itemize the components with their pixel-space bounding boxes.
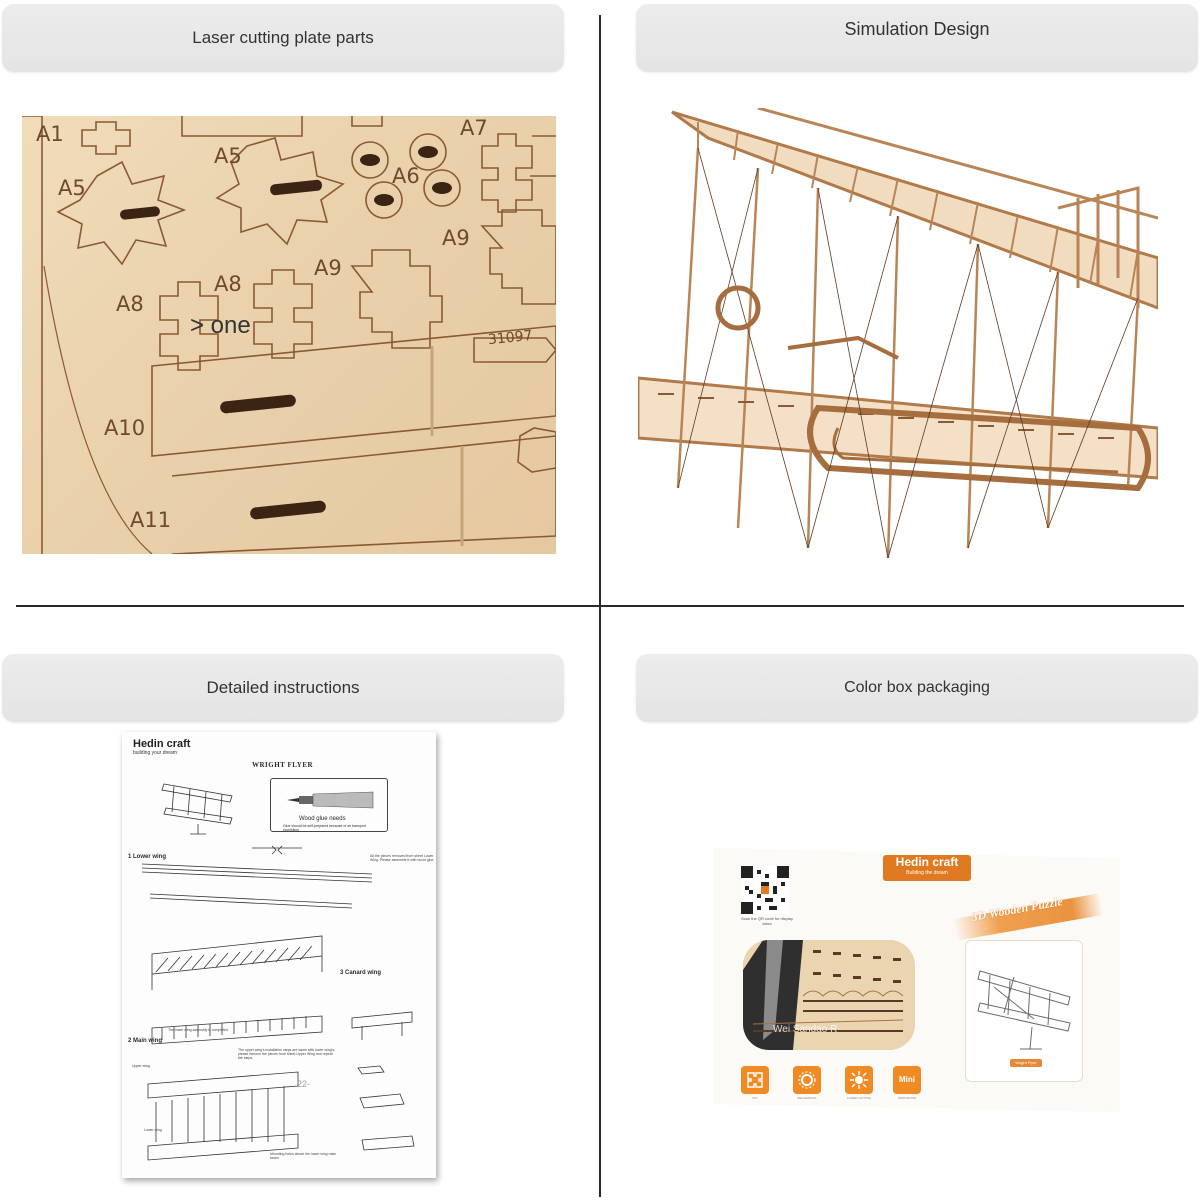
header-color-box: Color box packaging	[636, 654, 1198, 722]
laser-plate-engravings	[22, 116, 556, 554]
glue-callout: Wood glue needs Glue should be self-prep…	[270, 778, 388, 832]
color-box-image: Scan the QR code for display video Hedin…	[713, 848, 1120, 1112]
header-simulation-design: Simulation Design	[636, 4, 1198, 72]
qr-code-icon	[741, 866, 789, 914]
instruction-manual-image: Hedin craft building your dream WRIGHT F…	[122, 732, 436, 1178]
laser-burst-icon	[845, 1066, 873, 1094]
manual-code: 22-	[297, 1079, 311, 1089]
manual-step-2: 2 Main wing	[128, 1038, 163, 1044]
box-brand: Hedin craft	[895, 855, 959, 869]
qr-instruction: Scan the QR code for display video	[740, 916, 794, 926]
manual-mounting-note: Mounting holes above the lower wing main…	[270, 1152, 337, 1160]
manual-step-3: 3 Canard wing	[340, 970, 382, 976]
header-laser-cutting: Laser cutting plate parts	[2, 4, 564, 72]
manual-lower-wing-label: Lower wing	[144, 1128, 162, 1132]
manual-complete-note: The lower wing assembly is completed	[168, 1028, 228, 1032]
box-window	[743, 940, 915, 1050]
biplane-model-drawing	[638, 108, 1158, 558]
laser-plate-image: A1 A5 A5 A6 A7 A8 A8 A9 A9 A10 A11 31097…	[22, 116, 556, 554]
plate-label-a1: A1	[36, 122, 64, 146]
simulation-design-image	[638, 108, 1158, 558]
icon-label-innovation: INNOVATION	[897, 1096, 917, 1100]
plate-label-a5-left: A5	[58, 176, 86, 200]
plate-label-a6: A6	[392, 164, 420, 188]
header-detailed-instructions-label: Detailed instructions	[206, 678, 360, 697]
box-card-label: Wright Flyer	[1010, 1059, 1042, 1067]
manual-step-1-note: All the pieces removed from sheet Lower …	[370, 854, 435, 862]
manual-title: WRIGHT FLYER	[252, 761, 314, 769]
mechanical-gear-icon	[793, 1066, 821, 1094]
manual-upper-wing-label: Upper wing	[132, 1064, 150, 1068]
plate-overlay-text: > one	[190, 312, 251, 339]
glue-note: Glue should be self-prepared because of …	[283, 824, 366, 832]
header-detailed-instructions: Detailed instructions	[2, 654, 564, 722]
horizontal-divider	[16, 605, 1184, 607]
plate-label-a9-left: A9	[314, 256, 342, 280]
wood-sheet-visible	[743, 940, 915, 1050]
manual-step-2-note: The upper wing's installation steps are …	[238, 1048, 336, 1060]
icon-label-laser: LASER CUTTING	[846, 1096, 871, 1100]
header-color-box-label: Color box packaging	[844, 679, 990, 696]
manual-step-1: 1 Lower wing	[128, 854, 167, 860]
icon-label-diy: DIY	[752, 1096, 758, 1100]
manual-assembly-diagrams	[141, 845, 415, 1161]
plate-label-a9-right: A9	[442, 226, 470, 250]
manual-tagline: building your dream	[133, 750, 177, 756]
box-product-card: Wright Flyer	[965, 940, 1083, 1082]
box-watermark: Wei Sandao R	[773, 1024, 838, 1035]
diy-icon	[741, 1066, 769, 1094]
plate-label-a10: A10	[104, 416, 146, 440]
box-brand-badge: Hedin craft Building the dream	[883, 855, 971, 881]
glue-title: Wood glue needs	[299, 816, 346, 822]
plate-label-a7: A7	[460, 116, 488, 140]
manual-brand: Hedin craft	[133, 738, 191, 750]
innovation-mini-icon: Mini	[893, 1066, 921, 1094]
header-simulation-design-label: Simulation Design	[844, 19, 990, 39]
plate-label-a11: A11	[130, 508, 172, 532]
plate-label-a5-right: A5	[214, 144, 242, 168]
mini-icon-text: Mini	[899, 1075, 915, 1084]
plate-label-a8-right: A8	[214, 272, 242, 296]
icon-label-mechanical: MECHANICAL	[797, 1096, 817, 1100]
manual-biplane-icon	[161, 783, 233, 835]
box-brand-sub: Building the dream	[906, 870, 948, 876]
header-laser-cutting-label: Laser cutting plate parts	[192, 28, 374, 47]
glue-tube-icon	[287, 791, 374, 809]
product-biplane-icon	[977, 970, 1071, 1050]
plate-label-a8-left: A8	[116, 292, 144, 316]
